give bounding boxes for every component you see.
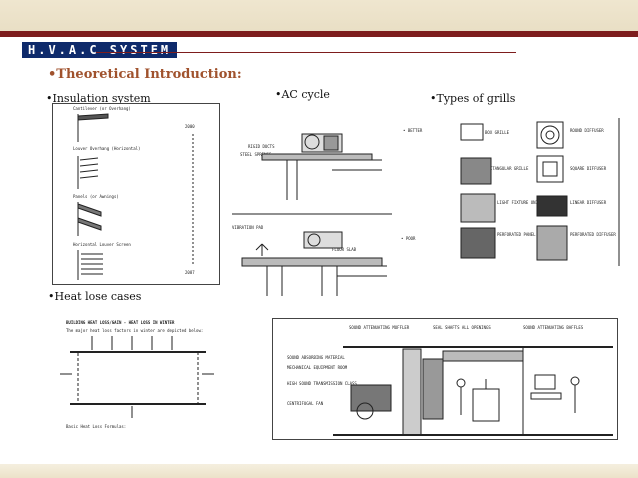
equip-label-6: HIGH SOUND TRANSMISSION CLASS <box>287 381 357 386</box>
grill-type-3: RECTANGULAR GRILLE <box>485 166 529 171</box>
equip-label-3: SOUND ATTENUATING BAFFLES <box>523 325 584 330</box>
heat-loss-diagram: BUILDING HEAT LOSS/GAIN - HEAT LOSS IN W… <box>52 314 222 434</box>
scale-bottom: 2087 <box>185 270 195 275</box>
label-heat-loss: •Heat lose cases <box>48 290 142 303</box>
label-ac-cycle: •AC cycle <box>275 88 330 101</box>
equip-label-2: SEAL SHAFTS ALL OPENINGS <box>433 325 491 330</box>
grill-type-8: PERFORATED DIFFUSER <box>570 232 616 237</box>
ac-label-4: FLOOR SLAB <box>332 247 357 252</box>
ac-label-2: STEEL SPRINGS <box>240 152 272 157</box>
scale-top: 2000 <box>185 124 195 129</box>
label-grills: •Types of grills <box>430 92 516 105</box>
insulation-diagram: Cantilever (or Overhang) Louver Overhang… <box>52 103 220 285</box>
ac-sketch <box>232 133 392 296</box>
label-insulation: •Insulation system <box>46 92 151 105</box>
equipment-room-diagram: SOUND ATTENUATING MUFFLER SEAL SHAFTS AL… <box>272 318 618 440</box>
heat-loss-subtitle: The major heat loss factors in winter ar… <box>66 328 204 333</box>
equip-label-4: SOUND ABSORBING MATERIAL <box>287 355 345 360</box>
grill-type-1: BOX GRILLE <box>485 130 510 135</box>
grills-diagram: • BETTER • POOR BOX GRILLE ROUND DIFFUSE… <box>397 118 620 266</box>
bottom-decor-band <box>0 464 638 478</box>
ac-label-1: RIGID DUCTS <box>248 144 275 149</box>
title-rule <box>96 52 516 53</box>
grill-type-7: PERFORATED PANEL <box>497 232 536 237</box>
heat-loss-footer: Basic Heat Loss Formulas: <box>66 424 127 429</box>
grill-type-5: LIGHT FIXTURE UNIT <box>497 200 541 205</box>
insulation-sketch <box>77 113 194 280</box>
ac-label-3: VIBRATION PAD <box>232 225 264 230</box>
grill-type-4: SQUARE DIFFUSER <box>570 166 607 171</box>
insulation-item-1: Cantilever (or Overhang) <box>73 106 131 111</box>
equipment-sketch <box>333 346 613 436</box>
heat-loss-title: BUILDING HEAT LOSS/GAIN - HEAT LOSS IN W… <box>66 320 175 325</box>
grills-sketch <box>460 118 620 266</box>
grill-type-6: LINEAR DIFFUSER <box>570 200 607 205</box>
equip-label-5: MECHANICAL EQUIPMENT ROOM <box>287 365 348 370</box>
equip-label-1: SOUND ATTENUATING MUFFLER <box>349 325 410 330</box>
heat-loss-sketch <box>60 336 214 418</box>
slide-heading: •Theoretical Introduction: <box>48 67 242 82</box>
system-title: H.V.A.C SYSTEM <box>22 42 178 58</box>
insulation-item-2: Louver Overhang (Horizontal) <box>73 146 141 151</box>
insulation-item-4: Horizontal Louver Screen <box>73 242 131 247</box>
grill-note-better: • BETTER <box>403 128 423 133</box>
top-decor-band <box>0 0 638 31</box>
equip-label-7: CENTRIFUGAL FAN <box>287 401 324 406</box>
grill-note-poor: • POOR <box>401 236 416 241</box>
insulation-item-3: Panels (or Awnings) <box>73 194 119 199</box>
grill-type-2: ROUND DIFFUSER <box>570 128 604 133</box>
ac-cycle-diagram: RIGID DUCTS STEEL SPRINGS VIBRATION PAD … <box>232 104 392 304</box>
top-accent-bar <box>0 31 638 37</box>
